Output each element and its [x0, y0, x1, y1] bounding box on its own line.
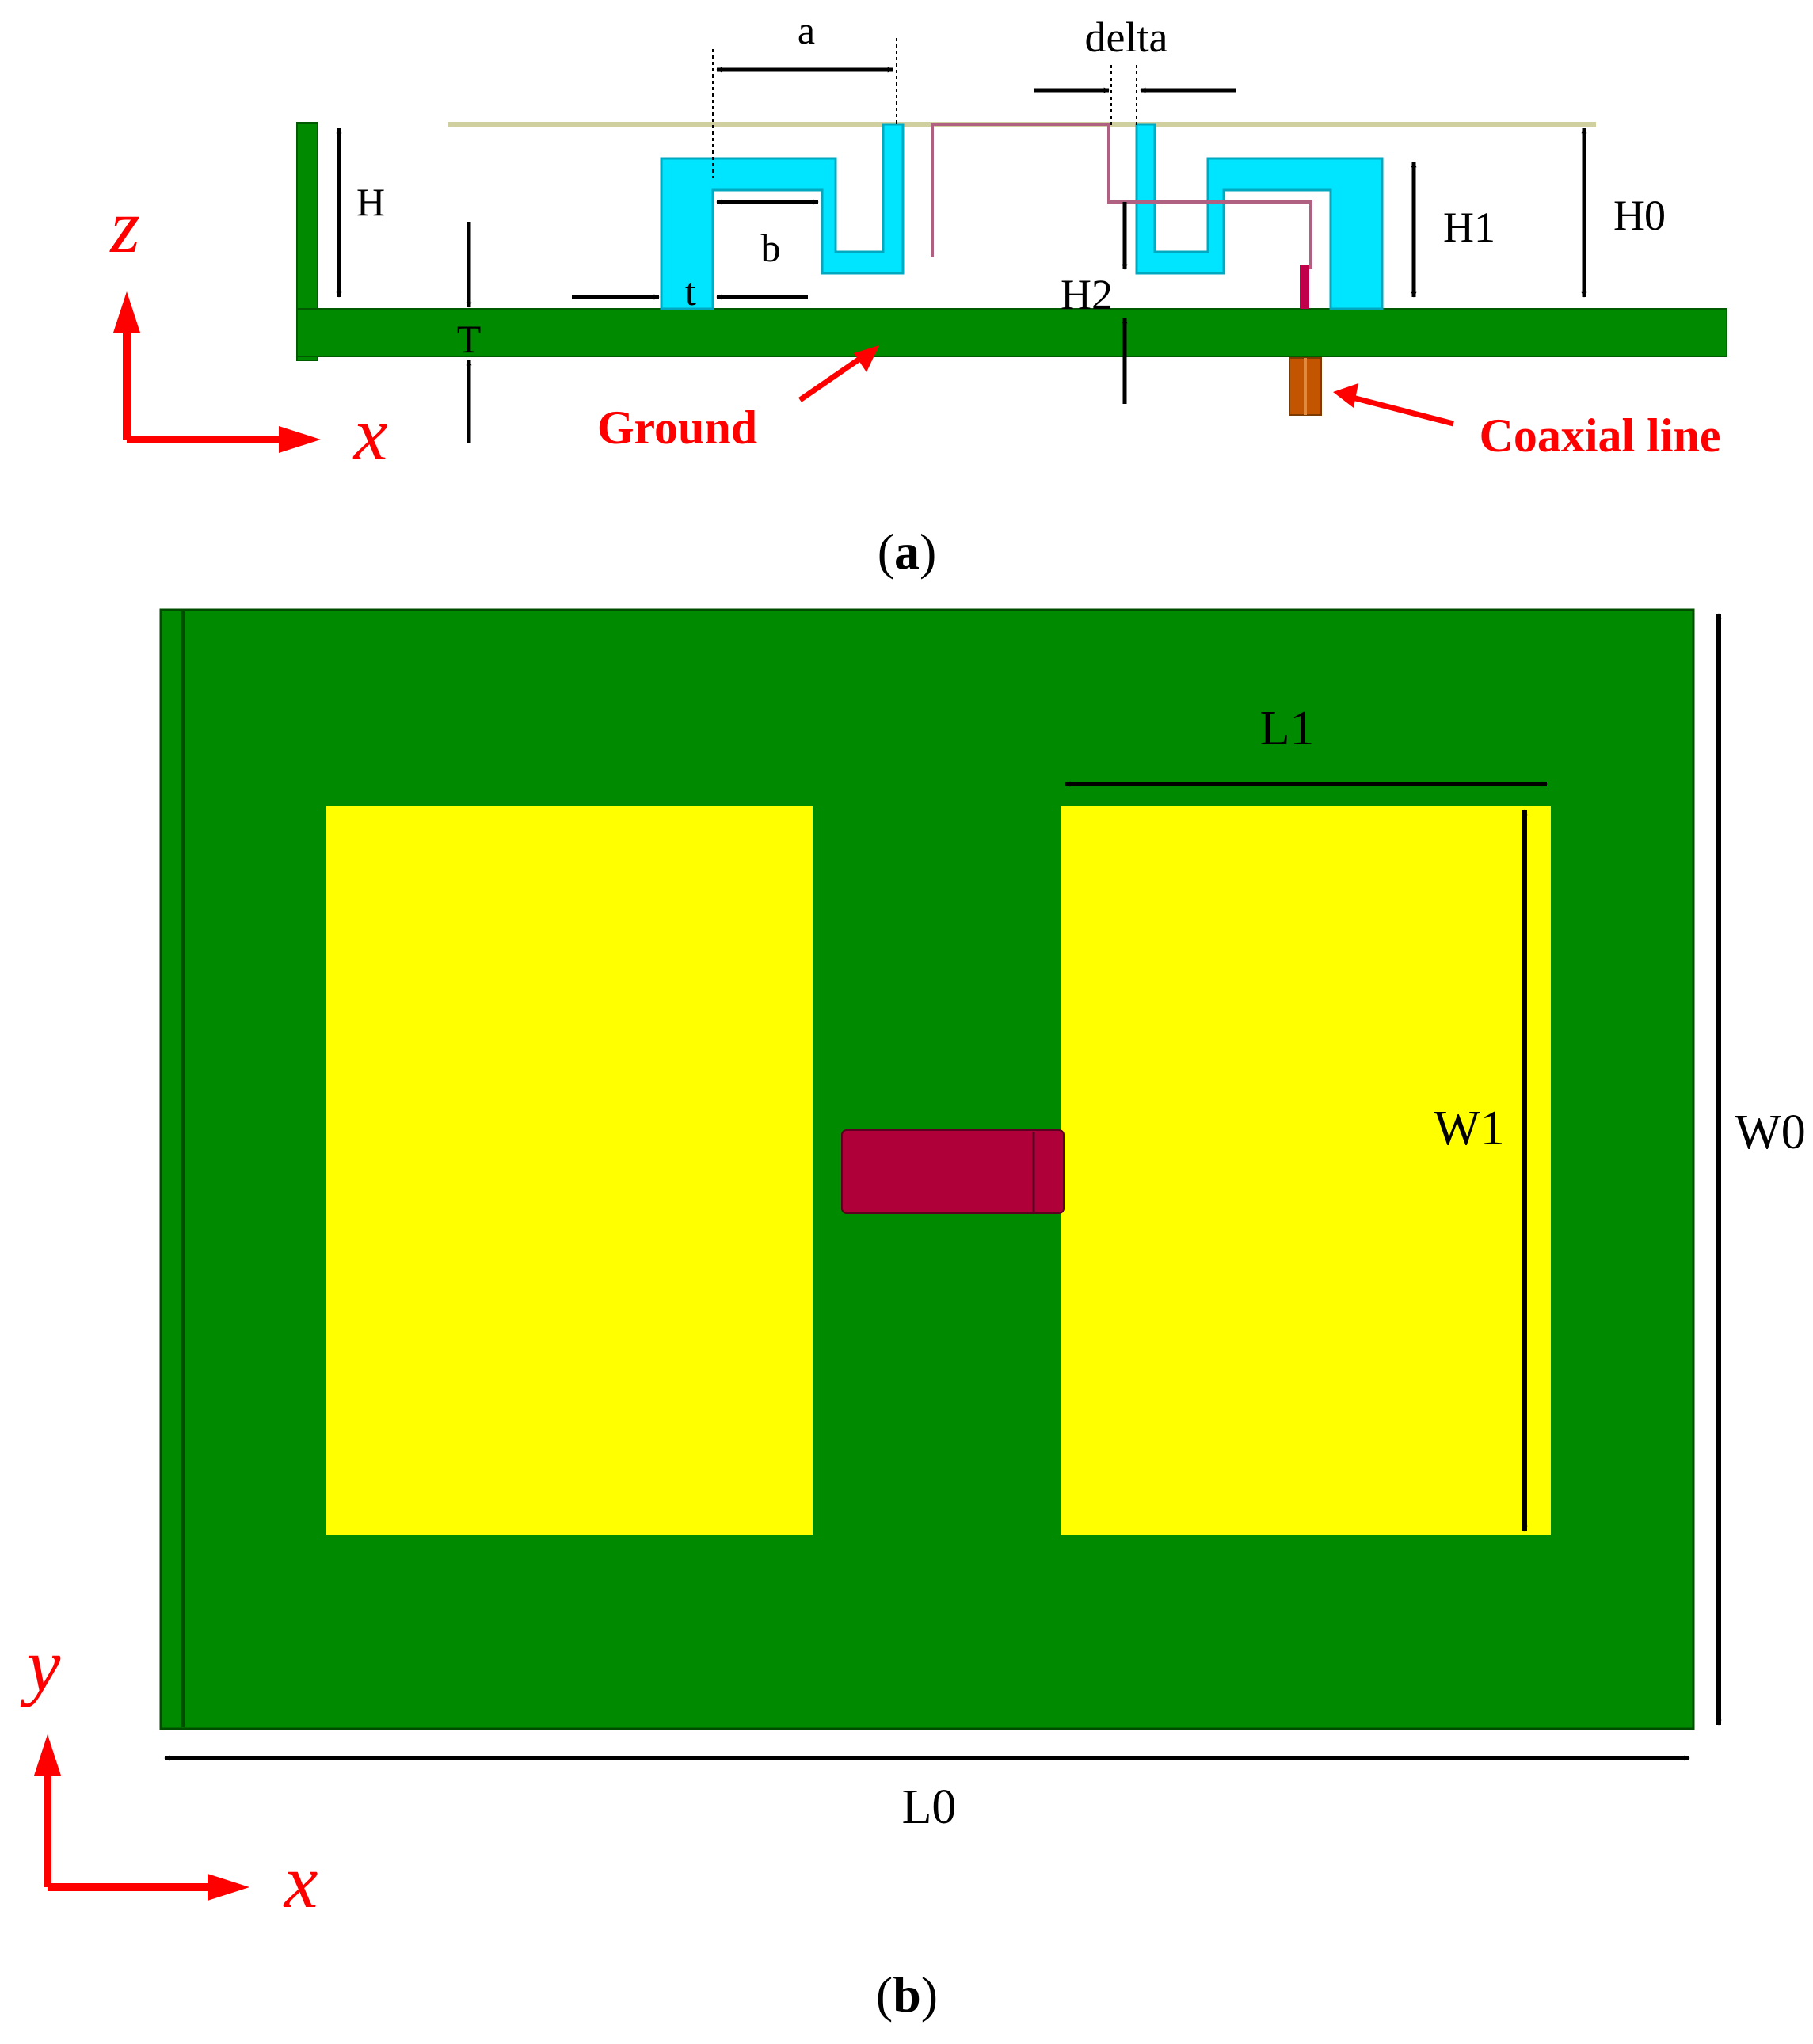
- left-patch-top: [326, 806, 813, 1535]
- label-W1: W1: [1434, 1102, 1505, 1155]
- callout-ground: Ground: [597, 402, 757, 454]
- axis-label-z: z: [109, 184, 139, 268]
- axis-label-y: y: [20, 1623, 61, 1707]
- callout-coaxial-line: Coaxial line: [1479, 409, 1720, 462]
- label-H0: H0: [1613, 192, 1666, 239]
- label-b: b: [761, 226, 781, 270]
- panel-a-side-view: a delta H H0 H1 H2 b t T Ground Coaxial …: [109, 8, 1727, 580]
- right-folded-patch: [1135, 123, 1384, 310]
- label-t: t: [685, 269, 696, 314]
- coax-callout-arrow: [1346, 393, 1454, 427]
- feed-pin-side: [1300, 265, 1309, 309]
- feed-strip-side: [931, 123, 1312, 269]
- label-H: H: [356, 180, 385, 224]
- label-H1: H1: [1443, 204, 1495, 251]
- label-a: a: [798, 8, 815, 52]
- caption-b: (b): [876, 1966, 938, 2023]
- label-L1: L1: [1260, 702, 1315, 756]
- label-T: T: [457, 317, 482, 361]
- label-L0: L0: [902, 1780, 957, 1834]
- panel-b-top-view: L1 W1 W0 L0 y x (b): [20, 608, 1806, 2023]
- left-folded-patch: [660, 123, 905, 310]
- ground-plane-side: [296, 308, 1727, 357]
- axis-label-x-a: x: [352, 391, 388, 476]
- right-patch-top: [1061, 806, 1551, 1535]
- label-W0: W0: [1735, 1106, 1806, 1159]
- axis-label-x-b: x: [283, 1839, 318, 1924]
- label-delta: delta: [1085, 13, 1168, 61]
- feed-strip-top: [841, 1129, 1065, 1214]
- caption-a: (a): [878, 523, 937, 580]
- label-H2: H2: [1061, 271, 1113, 318]
